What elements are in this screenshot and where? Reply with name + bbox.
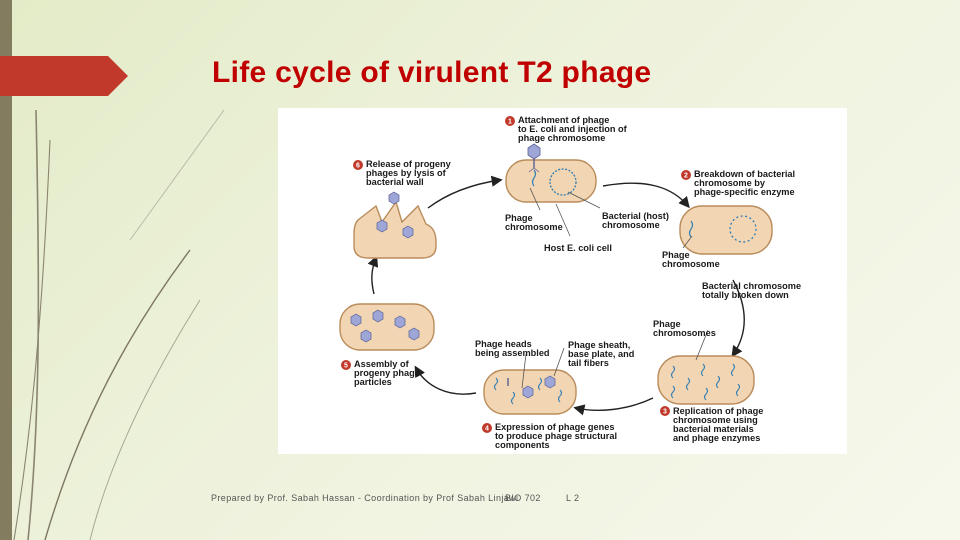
- svg-text:Expression of phage genes: Expression of phage genes: [495, 422, 614, 432]
- svg-text:Release of progeny: Release of progeny: [366, 159, 452, 169]
- cell-lysis: [353, 191, 437, 259]
- svg-text:Bacterial chromosome: Bacterial chromosome: [702, 281, 801, 291]
- svg-text:bacterial materials: bacterial materials: [673, 424, 754, 434]
- svg-text:to produce phage structural: to produce phage structural: [495, 431, 617, 441]
- svg-text:Assembly of: Assembly of: [354, 359, 410, 369]
- svg-text:chromosome: chromosome: [662, 259, 720, 269]
- svg-text:chromosome: chromosome: [602, 220, 660, 230]
- svg-text:totally broken down: totally broken down: [702, 290, 789, 300]
- cell-attachment: [505, 143, 597, 203]
- svg-text:chromosome: chromosome: [505, 222, 563, 232]
- svg-text:and phage enzymes: and phage enzymes: [673, 433, 760, 443]
- svg-text:tail fibers: tail fibers: [568, 358, 609, 368]
- svg-text:phage chromosome: phage chromosome: [518, 133, 605, 143]
- label-phage-chromosomes: Phage chromosomes: [653, 319, 716, 338]
- svg-text:particles: particles: [354, 377, 392, 387]
- svg-text:bacterial wall: bacterial wall: [366, 177, 424, 187]
- cell-assembly: [339, 303, 435, 351]
- callout-lines: [521, 187, 709, 389]
- step-6-text: Release of progeny phages by lysis of ba…: [366, 159, 452, 187]
- svg-text:5: 5: [344, 363, 348, 370]
- phage-icon: [527, 143, 541, 173]
- svg-text:Bacterial (host): Bacterial (host): [602, 211, 669, 221]
- svg-text:Phage: Phage: [653, 319, 681, 329]
- svg-text:chromosome using: chromosome using: [673, 415, 758, 425]
- svg-text:3: 3: [663, 409, 667, 416]
- step-3-text: Replication of phage chromosome using ba…: [673, 406, 763, 443]
- step-2-text: Breakdown of bacterial chromosome by pha…: [694, 169, 795, 197]
- svg-text:Attachment of phage: Attachment of phage: [518, 115, 609, 125]
- footer-credit: Prepared by Prof. Sabah Hassan - Coordin…: [211, 493, 519, 503]
- svg-text:Phage: Phage: [662, 250, 690, 260]
- svg-text:to E. coli and injection of: to E. coli and injection of: [518, 124, 628, 134]
- label-phage-sheath: Phage sheath, base plate, and tail fiber…: [568, 340, 634, 368]
- step-4-text: Expression of phage genes to produce pha…: [495, 422, 617, 450]
- label-phage-chromosome-1: Phage chromosome: [505, 213, 563, 232]
- footer-course: BIO 702: [505, 493, 541, 503]
- svg-text:chromosome by: chromosome by: [694, 178, 766, 188]
- svg-text:1: 1: [508, 119, 512, 126]
- svg-text:components: components: [495, 440, 550, 450]
- life-cycle-figure: 1 2 3 4 5 6 Attachment of phage to E. co…: [278, 108, 847, 454]
- svg-text:4: 4: [485, 426, 489, 433]
- label-phage-heads: Phage heads being assembled: [475, 339, 550, 358]
- label-bacterial-chromosome-broken: Bacterial chromosome totally broken down: [702, 281, 801, 300]
- svg-text:base plate, and: base plate, and: [568, 349, 634, 359]
- svg-text:phage-specific enzyme: phage-specific enzyme: [694, 187, 795, 197]
- svg-text:chromosomes: chromosomes: [653, 328, 716, 338]
- cycle-arrows: [367, 175, 745, 416]
- svg-text:Phage: Phage: [505, 213, 533, 223]
- svg-text:being assembled: being assembled: [475, 348, 550, 358]
- cell-expression: [483, 369, 577, 415]
- label-phage-chromosome-2: Phage chromosome: [662, 250, 720, 269]
- svg-text:Replication of phage: Replication of phage: [673, 406, 763, 416]
- footer-page-number: L 2: [566, 493, 580, 503]
- cell-replication: [657, 355, 755, 405]
- left-accent-bar: [0, 0, 12, 540]
- label-bacterial-host-chromosome: Bacterial (host) chromosome: [602, 211, 669, 230]
- svg-text:Breakdown of bacterial: Breakdown of bacterial: [694, 169, 795, 179]
- step-5-text: Assembly of progeny phage particles: [354, 359, 420, 387]
- svg-text:Phage heads: Phage heads: [475, 339, 532, 349]
- svg-text:progeny phage: progeny phage: [354, 368, 420, 378]
- slide-title: Life cycle of virulent T2 phage: [212, 56, 652, 89]
- svg-text:phages by lysis of: phages by lysis of: [366, 168, 447, 178]
- title-arrow-icon: [0, 56, 128, 96]
- step-1-text: Attachment of phage to E. coli and injec…: [518, 115, 628, 143]
- svg-text:6: 6: [356, 163, 360, 170]
- label-host-cell: Host E. coli cell: [544, 243, 612, 253]
- cell-breakdown: [679, 205, 773, 255]
- svg-text:2: 2: [684, 173, 688, 180]
- step-badges: 1 2 3 4 5 6: [341, 116, 691, 433]
- svg-text:Phage sheath,: Phage sheath,: [568, 340, 630, 350]
